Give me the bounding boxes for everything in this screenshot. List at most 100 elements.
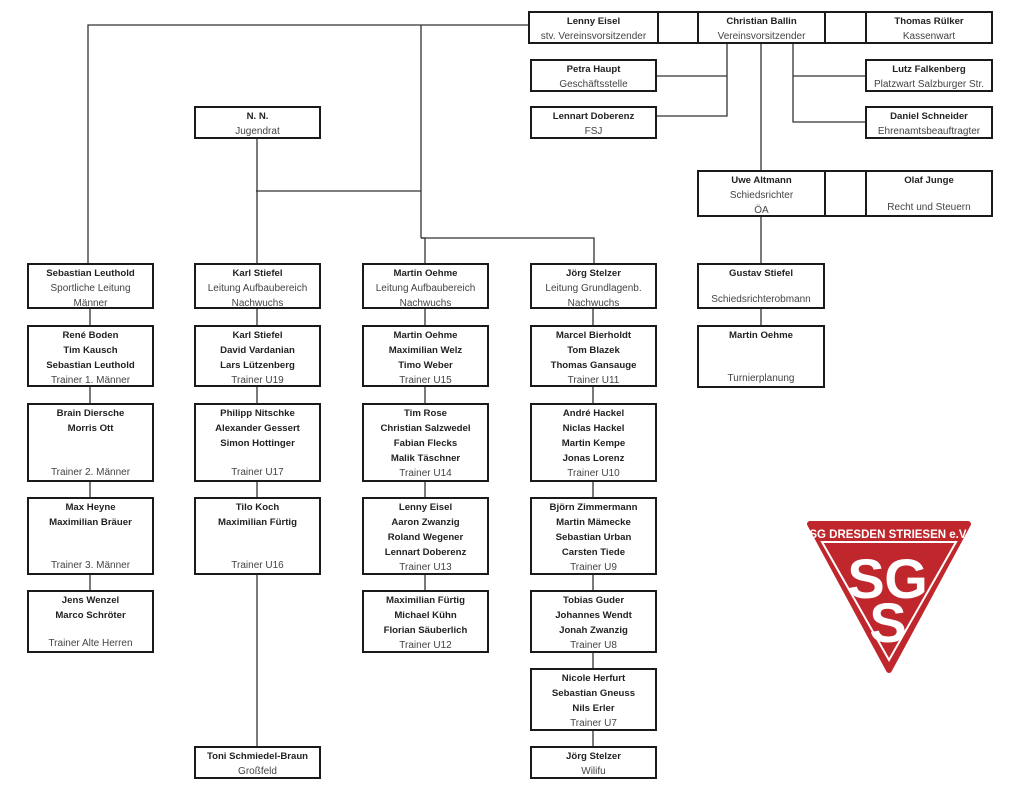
person-name: Florian Säuberlich bbox=[383, 625, 468, 636]
role-block: Trainer U17 bbox=[231, 465, 283, 480]
person-name: Jörg Stelzer bbox=[566, 751, 621, 762]
role-label: Trainer U19 bbox=[231, 375, 284, 386]
role-block: Trainer U12 bbox=[399, 638, 451, 653]
person-name: André Hackel bbox=[562, 408, 625, 419]
role-block: Turnierplanung bbox=[728, 371, 795, 386]
role-label: Wilifu bbox=[581, 766, 606, 777]
svg-text:S: S bbox=[847, 547, 884, 610]
role-label: Recht und Steuern bbox=[887, 202, 971, 213]
connector bbox=[792, 43, 865, 123]
role-label: Geschäftsstelle bbox=[559, 79, 628, 90]
person-name: Olaf Junge bbox=[904, 175, 954, 186]
person-name: Petra Haupt bbox=[566, 64, 621, 75]
person-name: Christian Ballin bbox=[726, 16, 797, 27]
person-name: Uwe Altmann bbox=[731, 175, 792, 186]
role-block: Trainer U7 bbox=[570, 716, 617, 731]
person-name: Sebastian Leuthold bbox=[46, 268, 135, 279]
person-name: Karl Stiefel bbox=[232, 330, 283, 341]
role-block: Jugendrat bbox=[235, 124, 279, 139]
role-block: Trainer U9 bbox=[570, 560, 617, 575]
svg-text:S: S bbox=[869, 591, 906, 654]
person-name: Fabian Flecks bbox=[393, 438, 458, 449]
person-name: Maximilian Fürtig bbox=[218, 517, 297, 528]
person-name: Philipp Nitschke bbox=[220, 408, 295, 419]
role-block: Trainer U14 bbox=[399, 466, 451, 481]
person-name: Malik Täschner bbox=[390, 453, 461, 464]
role-label: Ehrenamtsbeauftragter bbox=[877, 126, 981, 137]
role-label: Trainer U9 bbox=[570, 562, 617, 573]
role-label: Trainer U7 bbox=[570, 718, 617, 729]
club-logo: SG DRESDEN STRIESEN e.V. S G S bbox=[807, 521, 971, 673]
person-name: Tilo Koch bbox=[235, 502, 280, 513]
person-name: Sebastian Leuthold bbox=[46, 360, 135, 371]
role-label: Nachwuchs bbox=[567, 298, 620, 309]
person-name: Simon Hottinger bbox=[220, 438, 295, 449]
role-block: Trainer U19 bbox=[231, 373, 283, 388]
role-block: Trainer 1. Männer bbox=[51, 373, 130, 388]
person-name: Thomas Rülker bbox=[894, 16, 964, 27]
person-name: Gustav Stiefel bbox=[729, 268, 793, 279]
person-name: René Boden bbox=[62, 330, 119, 341]
person-name: Tim Rose bbox=[403, 408, 447, 419]
person-name: Jörg Stelzer bbox=[566, 268, 621, 279]
role-label: Männer bbox=[73, 298, 108, 309]
person-name: Martin Oehme bbox=[393, 330, 458, 341]
person-name: Marcel Bierholdt bbox=[555, 330, 632, 341]
role-block: Vereinsvorsitzender bbox=[718, 29, 806, 44]
person-name: N. N. bbox=[246, 111, 269, 122]
person-name: Nils Erler bbox=[572, 703, 615, 714]
role-block: Ehrenamtsbeauftragter bbox=[878, 124, 980, 139]
role-label: ÖA bbox=[754, 205, 769, 216]
role-block: Trainer U15 bbox=[399, 373, 451, 388]
person-name: Christian Salzwedel bbox=[380, 423, 471, 434]
role-block: Großfeld bbox=[238, 764, 277, 779]
role-label: Trainer U14 bbox=[399, 468, 452, 479]
svg-text:SG DRESDEN STRIESEN e.V.: SG DRESDEN STRIESEN e.V. bbox=[809, 529, 968, 541]
person-name: Michael Kühn bbox=[394, 610, 457, 621]
role-label: Vereinsvorsitzender bbox=[717, 31, 806, 42]
connector bbox=[421, 237, 595, 263]
role-block: Trainer U8 bbox=[570, 638, 617, 653]
person-name: Johannes Wendt bbox=[555, 610, 632, 621]
role-block: Recht und Steuern bbox=[887, 200, 970, 215]
person-name: Aaron Zwanzig bbox=[391, 517, 460, 528]
person-name: Lars Lützenberg bbox=[220, 360, 295, 371]
role-label: Leitung Grundlagenb. bbox=[545, 283, 642, 294]
svg-text:G: G bbox=[884, 547, 928, 610]
role-label: Trainer U12 bbox=[399, 640, 452, 651]
person-name: Lennart Doberenz bbox=[552, 111, 635, 122]
person-name: Björn Zimmermann bbox=[549, 502, 638, 513]
person-name: Sebastian Gneuss bbox=[551, 688, 636, 699]
role-label: Trainer U11 bbox=[567, 375, 620, 386]
role-block: Trainer 3. Männer bbox=[51, 558, 130, 573]
person-name: Sebastian Urban bbox=[555, 532, 632, 543]
person-name: Maximilian Bräuer bbox=[49, 517, 132, 528]
person-name: Nicole Herfurt bbox=[561, 673, 626, 684]
role-label: Trainer U8 bbox=[570, 640, 617, 651]
person-name: Lutz Falkenberg bbox=[892, 64, 966, 75]
person-name: Brain Diersche bbox=[56, 408, 125, 419]
role-block: Leitung Grundlagenb. Nachwuchs bbox=[545, 281, 641, 311]
role-block: Wilifu bbox=[581, 764, 605, 779]
person-name: Carsten Tiede bbox=[561, 547, 626, 558]
